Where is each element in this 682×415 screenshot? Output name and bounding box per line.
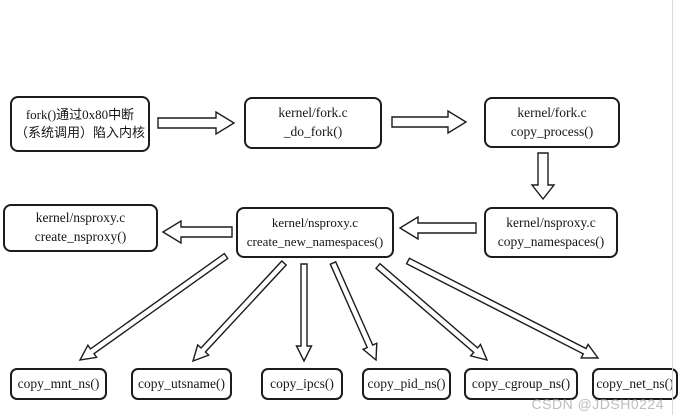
node-fork-entry-line2: （系统调用）陷入内核 [14,125,145,140]
node-copy-namespaces: kernel/nsproxy.c copy_namespaces() [484,207,618,258]
arrow-copy-process-to-copy-namespaces [530,152,556,201]
node-copy-namespaces-line2: copy_namespaces() [497,233,605,249]
arrow-fork-to-do-fork [157,110,236,136]
arrow-do-fork-to-copy-process [391,109,468,135]
node-copy-cgroup-ns-label: copy_cgroup_ns() [471,375,571,391]
arrow-to-copy-mnt-ns [78,252,229,361]
arrow-to-copy-cgroup-ns [375,262,489,362]
node-do-fork-line1: kernel/fork.c [278,105,348,121]
node-copy-pid-ns-label: copy_pid_ns() [367,375,446,391]
node-copy-mnt-ns: copy_mnt_ns() [10,368,107,400]
node-fork-entry-line1: fork()通过0x80中断 [25,106,135,122]
arrow-to-copy-pid-ns [329,260,378,362]
node-create-new-namespaces: kernel/nsproxy.c create_new_namespaces() [236,207,394,258]
right-border-line [672,0,673,415]
node-copy-process: kernel/fork.c copy_process() [484,97,620,148]
watermark: CSDN @JDSH0224 [531,396,664,412]
node-copy-ipcs-label: copy_ipcs() [270,375,334,391]
node-fork-entry: fork()通过0x80中断 （系统调用）陷入内核 [10,96,150,152]
arrow-copy-namespaces-to-create-new-namespaces [398,215,477,241]
node-copy-ipcs: copy_ipcs() [261,368,343,400]
node-create-nsproxy-line1: kernel/nsproxy.c [35,210,126,226]
node-copy-utsname-label: copy_utsname() [138,375,225,391]
arrow-create-new-namespaces-to-create-nsproxy [161,219,233,245]
node-create-nsproxy-line2: create_nsproxy() [34,229,127,244]
node-copy-process-line2: copy_process() [510,123,594,139]
node-do-fork: kernel/fork.c _do_fork() [244,97,382,149]
node-copy-pid-ns: copy_pid_ns() [362,368,451,400]
arrow-to-copy-ipcs [295,263,313,363]
node-copy-namespaces-line1: kernel/nsproxy.c [506,214,596,230]
node-copy-net-ns: copy_net_ns() [592,368,678,400]
arrow-to-copy-utsname [191,260,288,363]
node-copy-utsname: copy_utsname() [131,368,232,400]
node-do-fork-line2: _do_fork() [283,124,343,139]
node-copy-process-line1: kernel/fork.c [517,104,587,120]
node-copy-mnt-ns-label: copy_mnt_ns() [17,375,100,391]
node-create-nsproxy: kernel/nsproxy.c create_nsproxy() [3,204,158,252]
node-create-new-namespaces-line2: create_new_namespaces() [246,233,384,249]
node-copy-cgroup-ns: copy_cgroup_ns() [464,368,578,400]
node-create-new-namespaces-line1: kernel/nsproxy.c [271,215,359,231]
arrow-to-copy-net-ns [405,257,600,359]
node-copy-net-ns-label: copy_net_ns() [596,375,674,391]
